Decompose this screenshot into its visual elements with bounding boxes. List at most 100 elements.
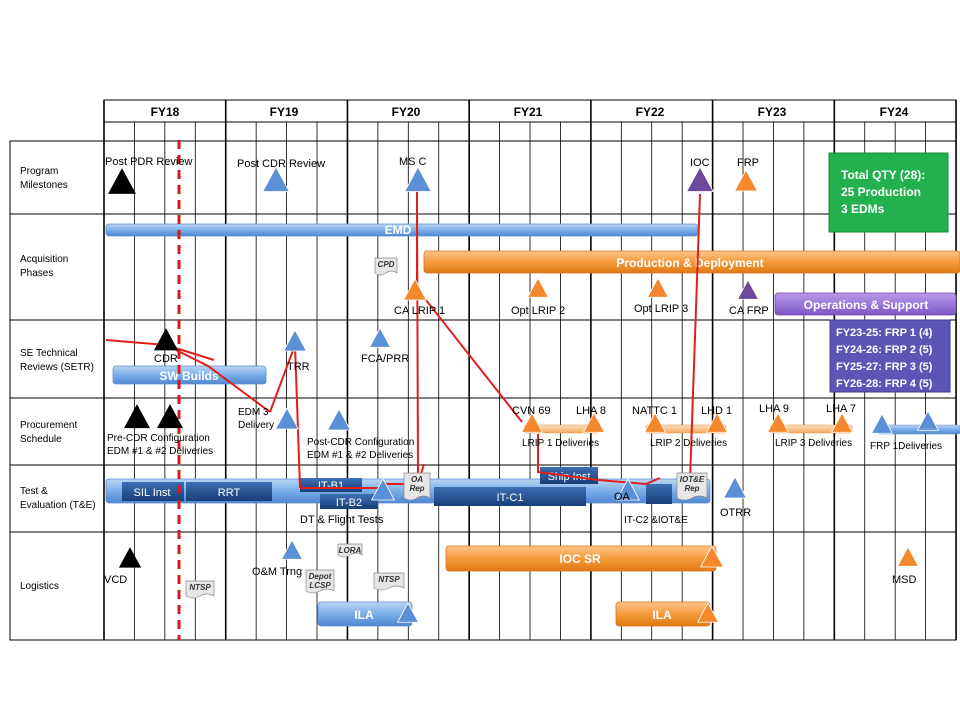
tag-shape: [185, 580, 215, 599]
rrt-label: RRT: [218, 487, 241, 499]
it-c1-bar: IT-C1: [434, 487, 586, 506]
fy-label: FY23: [758, 105, 787, 119]
dependency-line-9: [689, 193, 701, 481]
upd-om-marker: [280, 539, 304, 560]
trr-label: TRR: [287, 361, 310, 373]
fy-label: FY22: [636, 105, 665, 119]
msd-label: MSD: [892, 574, 917, 586]
lha9-label: LHA 9: [759, 403, 789, 415]
frp-summary-box: FY23-25: FRP 1 (4) FY24-26: FRP 2 (5) FY…: [829, 319, 951, 393]
otrr-marker: [615, 478, 641, 501]
ca-lrip1-marker: [402, 278, 428, 301]
sil-inst-label: SIL Inst: [134, 487, 171, 499]
ca-frp-marker: [736, 279, 760, 300]
frp-label: FRP: [737, 157, 759, 169]
ioc-label: IOC: [690, 157, 710, 169]
lha7-label: LHA 7: [826, 403, 856, 415]
emd-label: EMD: [385, 223, 412, 237]
post-pdr-marker: [108, 168, 136, 194]
sw-builds-label: SW Builds: [159, 369, 219, 383]
msd-marker: [896, 546, 920, 567]
om-trng-label: VCD: [104, 574, 127, 586]
post-cdr-marker: [262, 166, 290, 192]
lrip3-deliveries-label: LRIP 3 Deliveries: [775, 438, 852, 449]
trr-marker: [282, 329, 308, 352]
operations-support-bar: Operations & Support: [774, 292, 957, 316]
sw-builds-bar: SW Builds: [112, 365, 267, 385]
fy-label: FY24: [880, 105, 909, 119]
nattc1-marker: [643, 412, 667, 433]
production-deployment-label: Production & Deployment: [616, 256, 763, 270]
cvn69-label: CVN 69: [512, 405, 551, 417]
fy-label: FY20: [392, 105, 421, 119]
vcd-label: OTRR: [720, 507, 751, 519]
lha8-marker: [582, 412, 606, 433]
total-qty-box: Total QTY (28): 25 Production 3 EDMs: [828, 152, 949, 233]
cdr-marker: [153, 328, 179, 351]
it-b1-bar: IT-B1: [300, 478, 362, 492]
cvn69-marker: [520, 412, 544, 433]
cpd-tag: CPD: [374, 257, 398, 276]
fy-label: FY18: [151, 105, 180, 119]
ila-1-label: ILA: [354, 608, 374, 622]
marker-labels: Post PDR Review Post CDR Review MS C IOC…: [104, 156, 917, 586]
lrip1-deliveries-label: LRIP 1 Deliveries: [522, 438, 599, 449]
post-cdr-config-marker: [326, 408, 352, 431]
milestone-triangles: [108, 166, 940, 623]
ila-2-label: ILA: [652, 608, 672, 622]
ioc-sr-end-marker: [699, 545, 725, 568]
it-b2-bar: IT-B2: [320, 494, 378, 509]
ca-lrip1-label: CA LRIP 1: [394, 305, 445, 317]
it-c1-label: IT-C1: [497, 492, 524, 504]
dt-flight-tests-label: DT & Flight Tests: [300, 514, 384, 526]
edm3-marker: [274, 407, 300, 430]
opt-lrip2-label: Opt LRIP 2: [511, 305, 565, 317]
frp-d2-marker: [916, 410, 940, 431]
production-deployment-bar: Production & Deployment: [423, 250, 960, 274]
ms-c-label: MS C: [399, 156, 427, 168]
frp-marker: [733, 169, 759, 192]
rrt-bar: RRT: [186, 482, 272, 501]
tag-label: NTSP: [378, 575, 400, 584]
total-qty-text: Total QTY (28): 25 Production 3 EDMs: [841, 168, 929, 216]
fy-labels: FY18 FY19 FY20 FY21 FY22 FY23 FY24: [151, 105, 909, 119]
ila-1-end-marker: [396, 602, 420, 623]
row-label-logistics: Logistics: [20, 581, 59, 592]
lhd1-marker: [705, 412, 729, 433]
tag-label: CPD: [378, 260, 395, 269]
lha8-label: LHA 8: [576, 405, 606, 417]
om-trng-marker: [118, 547, 142, 568]
tag-label: LORA: [339, 546, 362, 555]
ioc-marker: [686, 166, 714, 192]
pre-cdr-b-marker: [156, 404, 184, 429]
ila-2-bar: ILA: [615, 601, 711, 627]
cdr-label: CDR: [154, 353, 178, 365]
lhd1-label: LHD 1: [701, 405, 732, 417]
otrr-label: OA: [614, 491, 631, 503]
pre-cdr-a-marker: [123, 404, 151, 429]
oa-marker: [370, 478, 396, 501]
post-pdr-label: Post PDR Review: [105, 156, 192, 168]
nattc1-label: NATTC 1: [632, 405, 677, 417]
ioc-sr-label: IOC SR: [559, 552, 601, 566]
otrr-bar: [646, 484, 672, 504]
tag-shape: [403, 472, 431, 501]
it-b2-label: IT-B2: [336, 497, 362, 509]
operations-support-label: Operations & Support: [804, 298, 929, 312]
opt-lrip2-marker: [526, 277, 550, 298]
lha9-marker: [766, 412, 790, 433]
it-b1-label: IT-B1: [318, 480, 344, 492]
vcd-marker: [722, 476, 748, 499]
post-cdr-label: Post CDR Review: [237, 158, 325, 170]
